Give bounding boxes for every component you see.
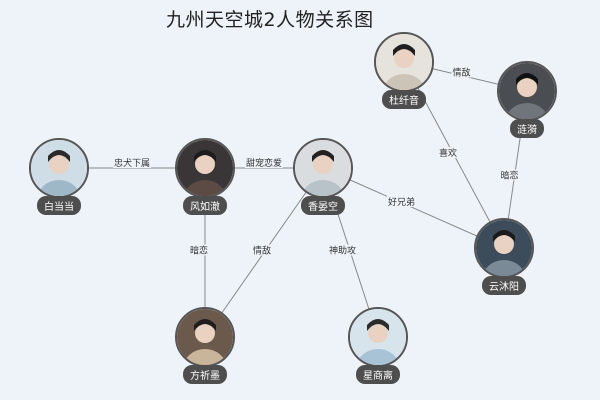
character-node-xiang[interactable]: 香晏空 xyxy=(293,138,353,218)
edge-label-xiang-yun: 好兄弟 xyxy=(388,196,415,208)
character-name: 方祈墨 xyxy=(183,365,227,384)
character-node-yun[interactable]: 云沐阳 xyxy=(474,218,534,298)
edge-label-bai-feng: 忠犬下属 xyxy=(114,157,150,169)
edge-label-bg xyxy=(328,244,357,256)
character-node-lu[interactable]: 涟漪 xyxy=(497,61,557,141)
diagram-title: 九州天空城2人物关系图 xyxy=(166,9,374,31)
edge-label-fang-xiang: 情敌 xyxy=(253,245,271,257)
edge-label-xing-xiang: 神助攻 xyxy=(329,245,356,257)
character-name: 白当当 xyxy=(37,196,81,215)
portrait-avatar xyxy=(29,138,89,198)
edge-label-feng-xiang: 甜宠恋爱 xyxy=(246,157,282,169)
character-node-fang[interactable]: 方祈墨 xyxy=(175,307,235,387)
edge-label-bg xyxy=(245,157,283,168)
edge-label-bg xyxy=(387,196,416,207)
character-name: 星商离 xyxy=(356,365,400,384)
portrait-avatar xyxy=(474,218,534,278)
character-name: 涟漪 xyxy=(510,119,544,138)
character-node-bai[interactable]: 白当当 xyxy=(29,138,89,218)
character-name: 风如澈 xyxy=(183,196,227,215)
character-name: 杜纤音 xyxy=(382,90,426,109)
portrait-avatar xyxy=(175,307,235,367)
portrait-avatar xyxy=(293,138,353,198)
character-name: 云沐阳 xyxy=(482,276,526,295)
portrait-avatar xyxy=(348,307,408,367)
edge-xiang-yun xyxy=(322,167,505,249)
edge-label-du-lu: 情敌 xyxy=(452,67,470,79)
character-node-feng[interactable]: 风如澈 xyxy=(175,138,235,218)
character-name: 香晏空 xyxy=(301,196,345,215)
portrait-avatar xyxy=(374,32,434,92)
portrait-avatar xyxy=(497,61,557,121)
edge-label-fang-feng: 暗恋 xyxy=(190,245,208,257)
edge-label-bg xyxy=(451,66,472,78)
edge-label-lu-yun: 暗恋 xyxy=(500,170,518,182)
portrait-avatar xyxy=(175,138,235,198)
edge-label-bg xyxy=(252,244,272,256)
character-node-xing[interactable]: 星商离 xyxy=(348,307,408,387)
edge-label-bg xyxy=(189,244,209,256)
character-node-du[interactable]: 杜纤音 xyxy=(374,32,434,112)
edge-label-bg xyxy=(113,157,151,168)
edge-label-du-yun: 喜欢 xyxy=(439,147,457,159)
edge-label-bg xyxy=(499,169,520,181)
edge-label-bg xyxy=(438,147,458,158)
